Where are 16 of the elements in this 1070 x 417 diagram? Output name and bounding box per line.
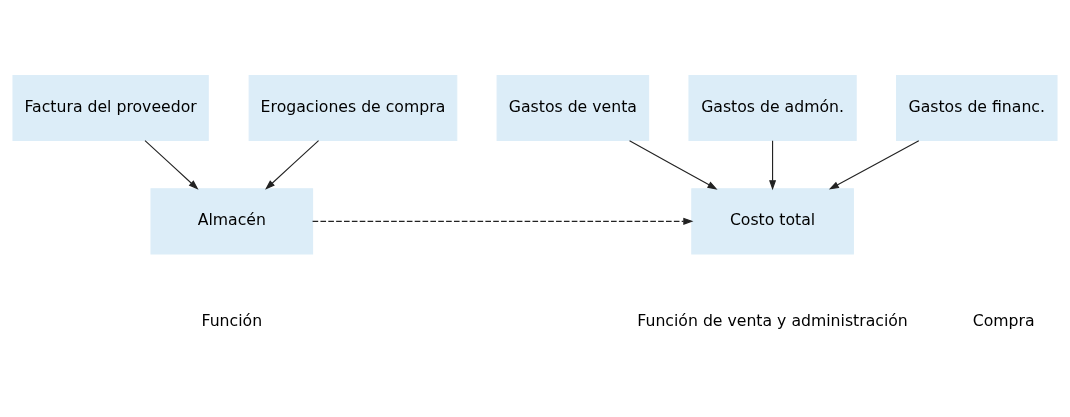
- label: Función: [201, 310, 263, 330]
- node-box: Erogaciones de compra: [248, 74, 458, 141]
- node-box: Gastos de financ.: [896, 74, 1058, 141]
- arrow: [265, 139, 320, 190]
- arrow: [828, 139, 920, 190]
- node-box: Factura del proveedor: [12, 74, 209, 141]
- node-box: Gastos de admón.: [688, 74, 857, 141]
- label: Función de venta y administración: [637, 310, 908, 330]
- arrow: [629, 139, 718, 190]
- arrow: [769, 139, 777, 190]
- node-box: Costo total: [691, 187, 854, 254]
- arrow: [144, 139, 199, 190]
- arrow: [312, 217, 694, 225]
- label: Compra: [972, 310, 1035, 330]
- node-box: Almacén: [150, 187, 314, 254]
- node-box: Gastos de venta: [496, 74, 650, 141]
